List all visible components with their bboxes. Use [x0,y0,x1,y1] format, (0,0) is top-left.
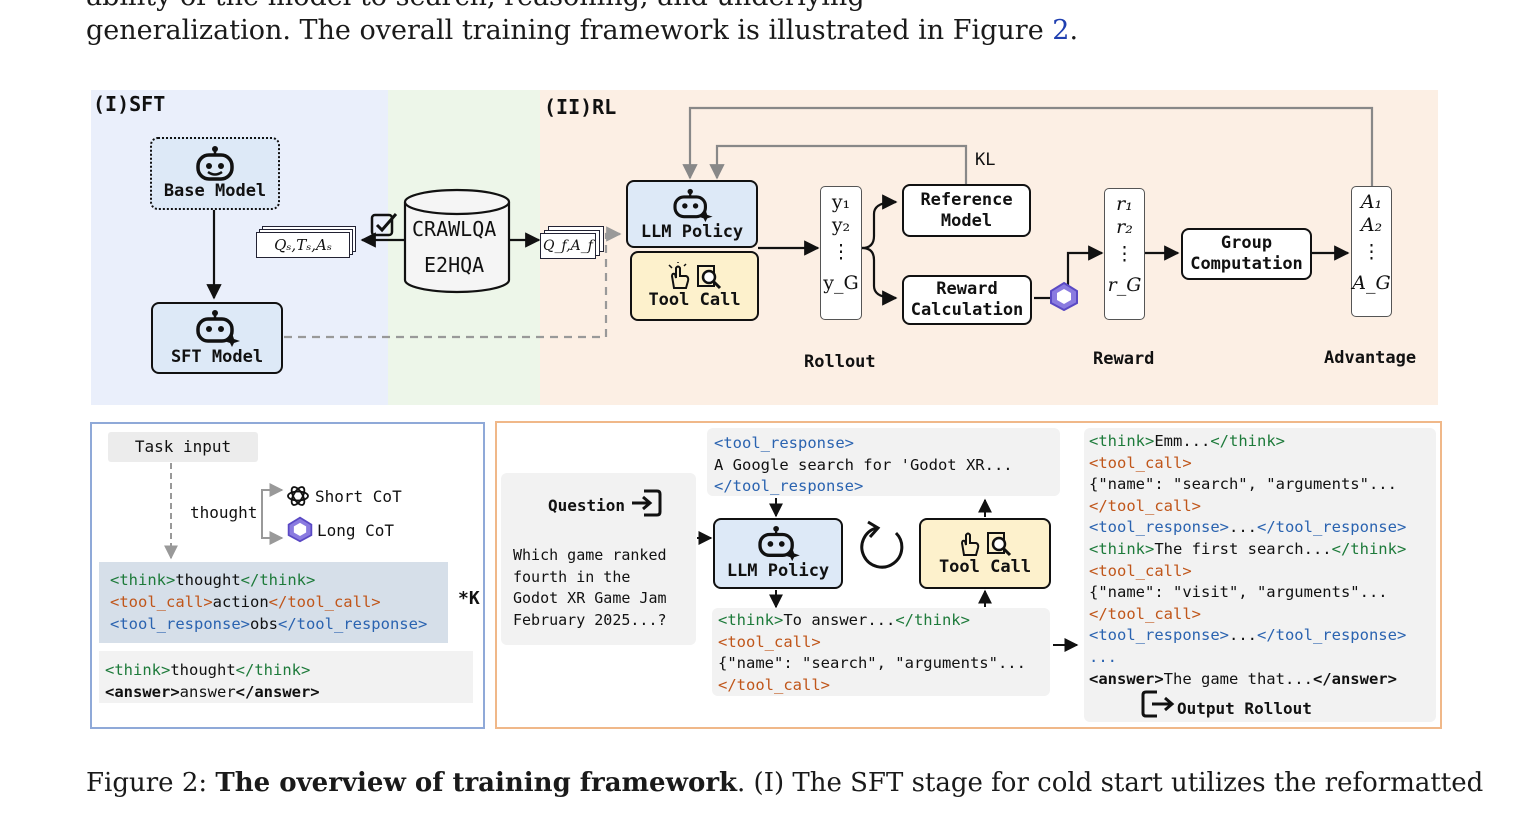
r-1: r₁ [1116,193,1133,215]
reference-model-box: Reference Model [902,184,1031,237]
tap-search-icon [960,532,1012,557]
qs-label: Qₛ,Tₛ,Aₛ [256,232,350,258]
kl-label: KL [975,150,996,170]
y-dots: ⋮ [831,241,851,263]
question-label: Question [548,496,626,515]
answer-block [99,651,473,703]
rollout-label: Rollout [804,352,876,372]
model-logo-icon [287,516,313,543]
r-g: r_G [1107,274,1142,296]
tool-call-label-bottom: Tool Call [938,557,1032,577]
a-g: A_G [1352,272,1391,294]
model-logo-icon [1050,281,1078,311]
base-model-box: Base Model [150,137,280,210]
tool-call-box-bottom: Tool Call [919,518,1051,589]
output-rollout-text: <think>Emm...</think> <tool_call> {"name… [1089,432,1407,688]
tool-response-block [707,428,1060,496]
thought-label: thought [190,503,258,522]
reward-calculation-label-1: Reward [936,279,998,299]
tool-response-text: <tool_response> A Google search for 'God… [714,434,1013,496]
robot-sparkle-icon [196,309,240,347]
loop-block [99,562,448,643]
llm-policy-label-bottom: LLM Policy [726,561,830,581]
robot-sparkle-icon [673,188,713,222]
llm-policy-box: LLM Policy [626,180,758,248]
think-tool-call-block [712,608,1050,696]
database-icon [403,188,511,294]
robot-sparkle-icon [758,525,800,561]
group-computation-label-2: Computation [1190,254,1303,274]
sft-model-box: SFT Model [151,302,283,374]
think-tool-call-text: <think>To answer...</think> <tool_call> … [718,611,1026,694]
figure-link[interactable]: 2 [1052,15,1070,46]
y-g: y_G [823,272,859,294]
rollout-y-column: y₁ y₂ ⋮ y_G [820,186,862,320]
reward-label: Reward [1093,349,1155,369]
openai-icon [287,486,309,506]
dataset-e2hqa: E2HQA [424,253,485,277]
qf-card-stack: Q_f,A_f [540,226,610,261]
llm-policy-box-bottom: LLM Policy [713,518,843,589]
output-rollout-label: Output Rollout [1177,699,1312,718]
question-block [501,473,696,645]
task-input-box: Task input [108,432,258,462]
sft-title: (I)SFT [93,92,166,116]
reference-model-label-1: Reference [920,189,1013,210]
y-1: y₁ [831,191,851,213]
top-connectors [206,106,1374,339]
robot-icon [196,146,234,181]
loop-tool-call-line: <tool_call>action</tool_call> [110,593,381,611]
advantage-label: Advantage [1324,348,1417,368]
answer-think-line: <think>thought</think> [105,661,311,679]
body-text-line-1-partial: ability of the model to search, reasonin… [86,0,865,14]
enter-icon [632,489,662,517]
llm-policy-label: LLM Policy [640,221,744,242]
answer-line: <answer>answer</answer> [105,683,320,701]
bottom-right-connectors [697,498,1079,652]
reward-calculation-box: Reward Calculation [902,275,1032,325]
long-cot-label: Long CoT [317,521,395,540]
sft-model-label: SFT Model [170,346,264,367]
a-1: A₁ [1360,191,1383,213]
reward-r-column: r₁ r₂ ⋮ r_G [1104,188,1145,320]
tool-call-label: Tool Call [648,289,741,310]
a-dots: ⋮ [1362,241,1381,263]
sft-trajectory-panel [90,422,485,729]
figure-caption: Figure 2: The overview of training frame… [86,768,1484,798]
loop-tool-response-line: <tool_response>obs</tool_response> [110,615,428,633]
qf-label: Q_f,A_f [540,233,596,259]
loop-think-line: <think>thought</think> [110,571,316,589]
group-computation-label-1: Group [1220,233,1273,253]
exit-icon [1141,690,1175,718]
check-icon [370,213,398,237]
reference-model-label-2: Model [940,210,993,231]
output-rollout-block [1084,428,1436,722]
tool-call-box: Tool Call [630,251,759,321]
rl-title: (II)RL [544,95,617,119]
loop-count-marker: *K [458,588,480,609]
bottom-left-connectors [164,463,284,560]
short-cot-label: Short CoT [315,487,402,506]
dataset-crawlqa: CRAWLQA [412,217,497,241]
y-2: y₂ [831,214,851,236]
cycle-icon [860,526,904,569]
rl-rollout-panel [495,421,1442,729]
r-2: r₂ [1116,216,1133,238]
body-text-line-2: generalization. The overall training fra… [86,15,1079,46]
question-text: Which game ranked fourth in the Godot XR… [513,546,667,629]
group-computation-box: Group Computation [1181,228,1312,280]
tap-search-icon [667,261,721,289]
qs-card-stack: Qₛ,Tₛ,Aₛ [256,226,356,260]
base-model-label: Base Model [163,181,267,201]
advantage-a-column: A₁ A₂ ⋮ A_G [1351,186,1392,317]
reward-calculation-label-2: Calculation [910,300,1024,320]
r-dots: ⋮ [1115,243,1134,265]
task-input-label: Task input [134,437,232,456]
a-2: A₂ [1360,214,1383,236]
